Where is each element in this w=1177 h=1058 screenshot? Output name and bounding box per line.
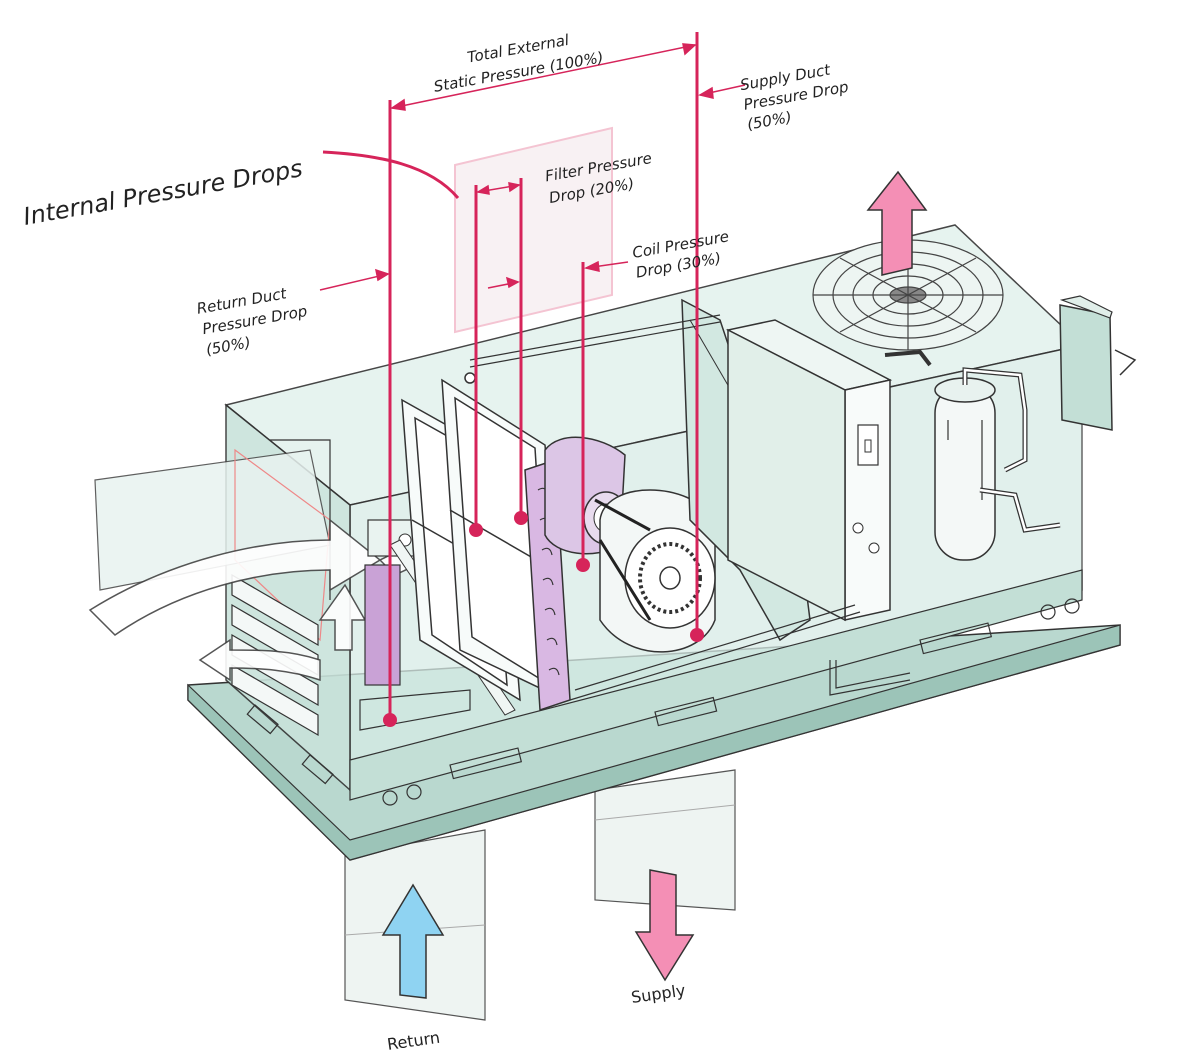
pressure-dimension-lines xyxy=(388,32,699,720)
internal-drops-leader xyxy=(322,150,460,199)
measurement-points xyxy=(383,511,704,727)
label-supply-duct: Supply Duct Pressure Drop (50%) xyxy=(739,60,850,133)
label-supply: Supply xyxy=(630,981,687,1007)
service-connector xyxy=(1059,295,1137,431)
return-arrow xyxy=(381,883,445,999)
exhaust-arrow xyxy=(866,170,928,276)
filter-frames xyxy=(401,372,566,702)
control-box xyxy=(725,319,893,622)
supply-arrow xyxy=(634,869,695,982)
refrigerant-piping xyxy=(469,314,911,701)
label-return: Return xyxy=(386,1028,441,1054)
condenser-fan-grille xyxy=(812,239,1004,351)
label-total-external: Total External Static Pressure (100%) xyxy=(432,31,605,96)
filter-callout-panel xyxy=(454,126,613,334)
label-coil: Coil Pressure Drop (30%) xyxy=(631,227,730,281)
compressor xyxy=(884,349,1061,561)
label-internal-pressure-drops: Internal Pressure Drops xyxy=(21,154,304,231)
dimension-arrows xyxy=(319,43,746,291)
base-details xyxy=(246,598,1080,806)
blower-wheel xyxy=(594,489,716,653)
label-return-duct-line3: (50%) xyxy=(205,333,252,359)
supply-duct xyxy=(594,769,736,911)
label-return-duct: Return Duct Pressure Drop (50%) xyxy=(195,284,308,359)
